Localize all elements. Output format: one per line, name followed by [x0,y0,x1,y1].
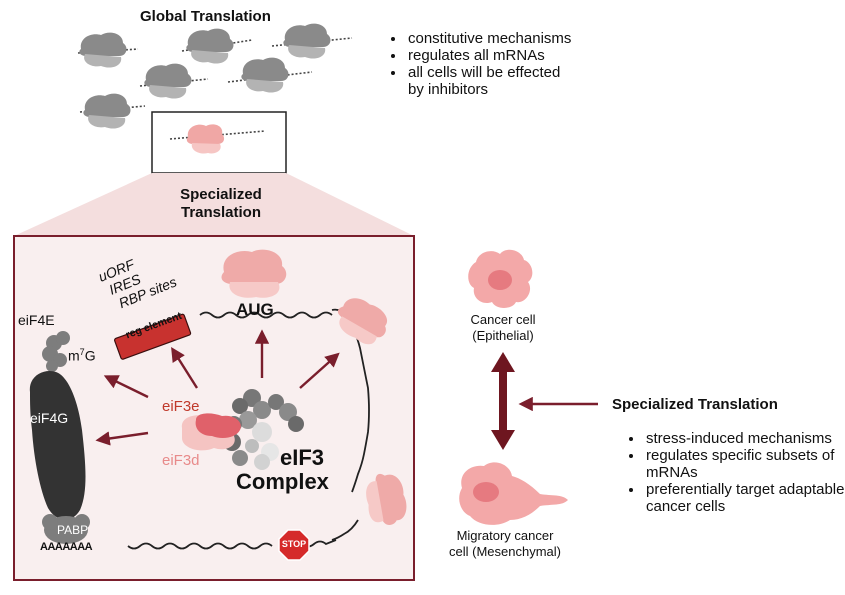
ribosome-aug [221,249,287,298]
global-bullet-2: regulates all mRNAs [406,47,571,64]
epithelial-line1: Cancer cell [470,312,536,327]
eif4g-protein [29,370,86,520]
ribosome-right-2 [366,473,407,525]
m7g-end: G [84,347,96,364]
specialized-bullet-3: preferentially target adaptable cancer c… [644,481,845,515]
epithelial-cell-label: Cancer cell (Epithelial) [460,312,546,344]
stop-sign [278,529,310,561]
mesenchymal-cancer-cell-icon [459,462,568,525]
polya-tail-label: AAAAAAA [40,541,93,553]
specialized-bullet-2: regulates specific subsets of mRNAs [644,447,845,481]
epithelial-line2: (Epithelial) [472,328,534,343]
eif3-line2: Complex [236,469,329,494]
eif3e-label: eiF3e [162,398,200,415]
transition-double-arrow [491,352,515,450]
specialized-bullets: stress-induced mechanisms regulates spec… [622,430,845,515]
specialized-bullet-1: stress-induced mechanisms [644,430,845,447]
mesenchymal-cell-label: Migratory cancer cell (Mesenchymal) [430,528,580,560]
specialized-top-line2: Translation [180,204,262,221]
m7g-base: m [68,347,80,364]
specialized-top-line1: Specialized [180,186,262,203]
eif3-complex-label: eIF3 Complex [236,446,329,494]
zoom-funnel [14,173,414,236]
pabp-label: PABP [57,523,89,537]
eif4e-protein [42,331,70,372]
eif4g-label: eiF4G [30,410,69,426]
ribosome-right-1 [337,298,388,345]
global-translation-title: Global Translation [140,8,271,25]
epithelial-cancer-cell-icon [468,249,533,308]
m7g-sup: 7 [79,347,85,357]
m7g-label: m7G [68,347,96,364]
specialized-right-title: Specialized Translation [612,396,778,413]
stop-label: STOP [281,539,307,549]
pabp-protein [42,514,90,544]
global-translation-ribosomes [77,23,353,129]
global-bullet-3: all cells will be effected [406,64,571,81]
aug-label: AUG [236,300,274,319]
global-bullet-1: constitutive mechanisms [406,30,571,47]
regulation-arrows [95,329,598,446]
global-bullets: constitutive mechanisms regulates all mR… [384,30,571,98]
mrna-loop [127,308,370,550]
pink-ribosome-small [186,124,225,154]
mesenchymal-line1: Migratory cancer [456,528,554,543]
eif3d-label: eiF3d [162,452,200,469]
mesenchymal-line2: cell (Mesenchymal) [449,544,561,559]
reg-element-box [114,313,192,360]
eif3-line1: eIF3 [280,445,325,470]
specialized-top-title: Specialized Translation [162,186,280,222]
eif3e-subunit [195,413,241,438]
eif4e-label: eiF4E [18,312,55,328]
global-bullet-4: by inhibitors [408,81,489,98]
